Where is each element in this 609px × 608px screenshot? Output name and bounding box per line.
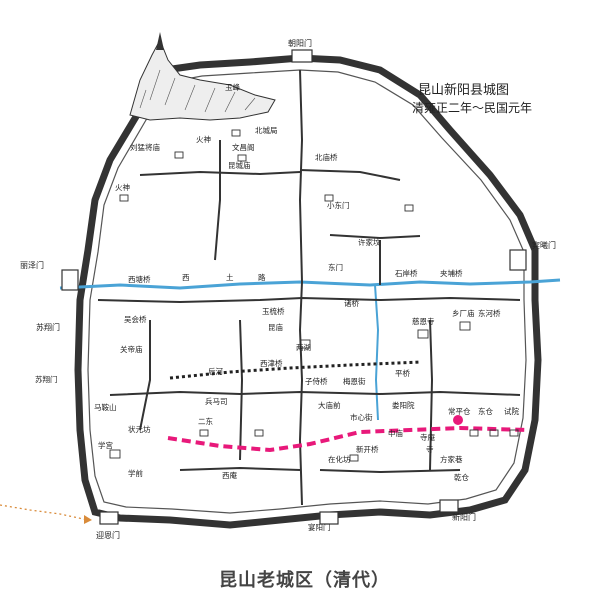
label-cn-2: 小东门 <box>327 200 350 210</box>
label-river-5: 石岸桥 <box>395 268 418 278</box>
label-s-5: 方家巷 <box>440 454 463 464</box>
label-nw-4: 玉峰 <box>225 82 240 92</box>
map-subtitle: 清雍正二年～民国元年 <box>412 100 532 115</box>
label-s-0: 学前 <box>128 468 143 478</box>
label-s-2: 大庙前 <box>318 400 341 410</box>
label-s-1: 二东 <box>198 416 213 426</box>
building-marks <box>109 129 519 462</box>
label-e-2: 寺 <box>426 445 434 454</box>
gate-label-southwest: 迎恩门 <box>96 530 120 540</box>
label-mid-5: 西津桥 <box>260 358 283 368</box>
label-e-5: 试院 <box>504 406 519 416</box>
label-mid-1: 玉梳桥 <box>262 306 285 316</box>
label-mid-9: 乡厂庙 <box>452 308 475 318</box>
dotted-route <box>169 360 421 380</box>
label-nw-5: 火神 <box>115 182 130 192</box>
pointer-arrow <box>0 504 89 521</box>
yufeng-mountain <box>129 38 276 121</box>
pointer-arrowhead <box>84 515 92 524</box>
label-mid-2: 昆庙 <box>268 322 283 332</box>
city-wall-inner <box>87 69 527 514</box>
label-e-7: 娄阳院 <box>392 400 415 410</box>
highlight-marker <box>453 415 463 425</box>
label-w-2: 学宫 <box>98 440 113 450</box>
pagoda-icon <box>156 32 164 50</box>
label-e-3: 常平仓 <box>448 406 471 416</box>
label-nw-2: 文昌阁 <box>232 142 255 152</box>
label-s-6: 中庙 <box>388 428 403 438</box>
label-river-0: 西塘桥 <box>128 274 151 284</box>
label-cn-0: 北城局 <box>255 126 278 135</box>
label-w-0: 苏翔门 <box>35 374 58 384</box>
label-s-7: 西庵 <box>222 470 237 480</box>
gate-towers <box>61 49 527 525</box>
label-cn-3: 许家坟 <box>358 237 381 247</box>
label-e-8: 宴阳门 <box>308 522 331 532</box>
label-mid-12: 兵马司 <box>205 396 228 406</box>
label-mid-6: 子侍桥 <box>305 376 328 386</box>
roads <box>97 69 521 506</box>
label-mid-8: 慈恩寺 <box>412 316 435 326</box>
highlight-route <box>167 425 529 453</box>
label-w-3: 马鞍山 <box>94 402 117 412</box>
gate-label-west: 丽泽门 <box>20 260 44 270</box>
map-caption: 昆山老城区（清代） <box>219 570 390 591</box>
river-south-branch <box>374 284 380 421</box>
label-w-1: 关帝庙 <box>120 344 143 354</box>
label-s-8: 在化坊 <box>328 454 351 464</box>
label-mid-11: 平桥 <box>395 368 410 378</box>
gate-label-east: 宾曦门 <box>532 240 556 250</box>
gate-label-north: 朝阳门 <box>288 38 312 48</box>
label-s-3: 市心街 <box>350 412 373 422</box>
city-map: 昆山新阳县城图 清雍正二年～民国元年 朝阳门 宾曦门 丽泽门 迎恩门 新阳门 苏… <box>0 32 561 540</box>
river <box>59 278 561 290</box>
map-title: 昆山新阳县城图 <box>418 82 509 98</box>
label-river-4: 夹埔桥 <box>440 268 463 278</box>
label-mid-4: 后河 <box>208 366 223 376</box>
label-e-6: 乾仓 <box>454 472 469 482</box>
label-e-1: 寺庵 <box>420 432 435 442</box>
label-river-3: 路 <box>258 272 266 282</box>
label-e-0: 东河桥 <box>478 308 501 318</box>
label-cn-1: 北庙桥 <box>315 152 338 162</box>
label-cn-4: 东门 <box>328 262 343 272</box>
city-wall-outer <box>74 54 542 529</box>
label-mid-10: 诸桥 <box>344 298 359 308</box>
label-river-1: 西 <box>182 273 190 282</box>
label-nw-0: 刘猛将庙 <box>130 142 160 152</box>
label-mid-3: 两湖 <box>296 343 311 352</box>
label-mid-0: 吴会桥 <box>124 314 147 324</box>
label-river-2: 土 <box>226 272 234 282</box>
label-nw-1: 火神 <box>196 134 211 144</box>
label-e-4: 东仓 <box>478 406 493 416</box>
gate-label-southeast: 新阳门 <box>452 512 476 522</box>
label-s-4: 新开桥 <box>356 444 379 454</box>
label-w-4: 状元坊 <box>128 424 151 434</box>
label-nw-3: 昆城庙 <box>228 160 251 170</box>
label-mid-7: 梅恩街 <box>343 376 366 386</box>
mountain-hatching <box>139 69 256 113</box>
gate-label-west-second: 苏翔门 <box>36 322 60 332</box>
